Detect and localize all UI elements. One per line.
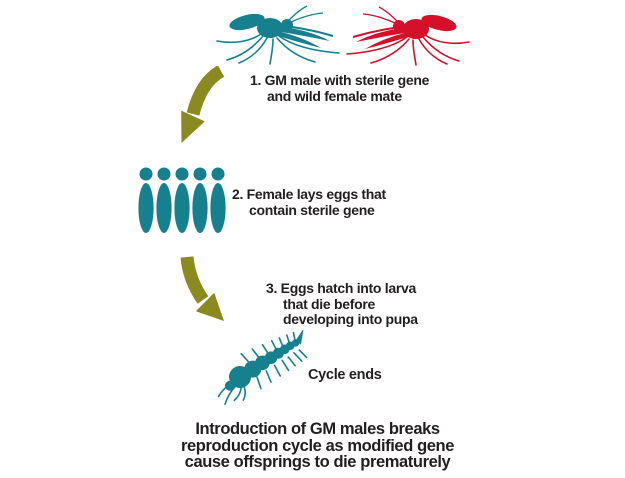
step-1-line-1: 1. GM male with sterile gene <box>250 72 430 88</box>
step-2-line-1: 2. Female lays eggs that <box>232 186 386 202</box>
cycle-ends-label: Cycle ends <box>308 367 382 383</box>
step-3-line-3: developing into pupa <box>283 311 418 327</box>
step-2-line-2: contain sterile gene <box>249 201 375 218</box>
larva-icon <box>217 330 308 406</box>
teal-mosquito-icon <box>216 5 340 65</box>
step-1-label: 1. GM male with sterile gene and wild fe… <box>250 72 430 104</box>
caption-line-2: reproduction cycle as modified gene <box>181 436 454 455</box>
step-3-line-1: 3. Eggs hatch into larva <box>266 280 416 296</box>
step-3-line-2: that die before <box>283 295 375 312</box>
step-3-label: 3. Eggs hatch into larva that die before… <box>266 280 418 328</box>
caption: Introduction of GM males breaks reproduc… <box>140 421 495 471</box>
step-1-line-2: and wild female mate <box>267 87 402 104</box>
curved-arrow-down-right-icon <box>180 256 224 321</box>
caption-line-1: Introduction of GM males breaks <box>195 420 440 438</box>
red-mosquito-icon <box>346 6 470 66</box>
eggs-icon <box>138 167 226 233</box>
curved-arrow-down-left-icon <box>181 66 225 143</box>
step-2-label: 2. Female lays eggs that contain sterile… <box>232 186 386 218</box>
caption-line-3: cause offsprings to die prematurely <box>184 453 451 471</box>
